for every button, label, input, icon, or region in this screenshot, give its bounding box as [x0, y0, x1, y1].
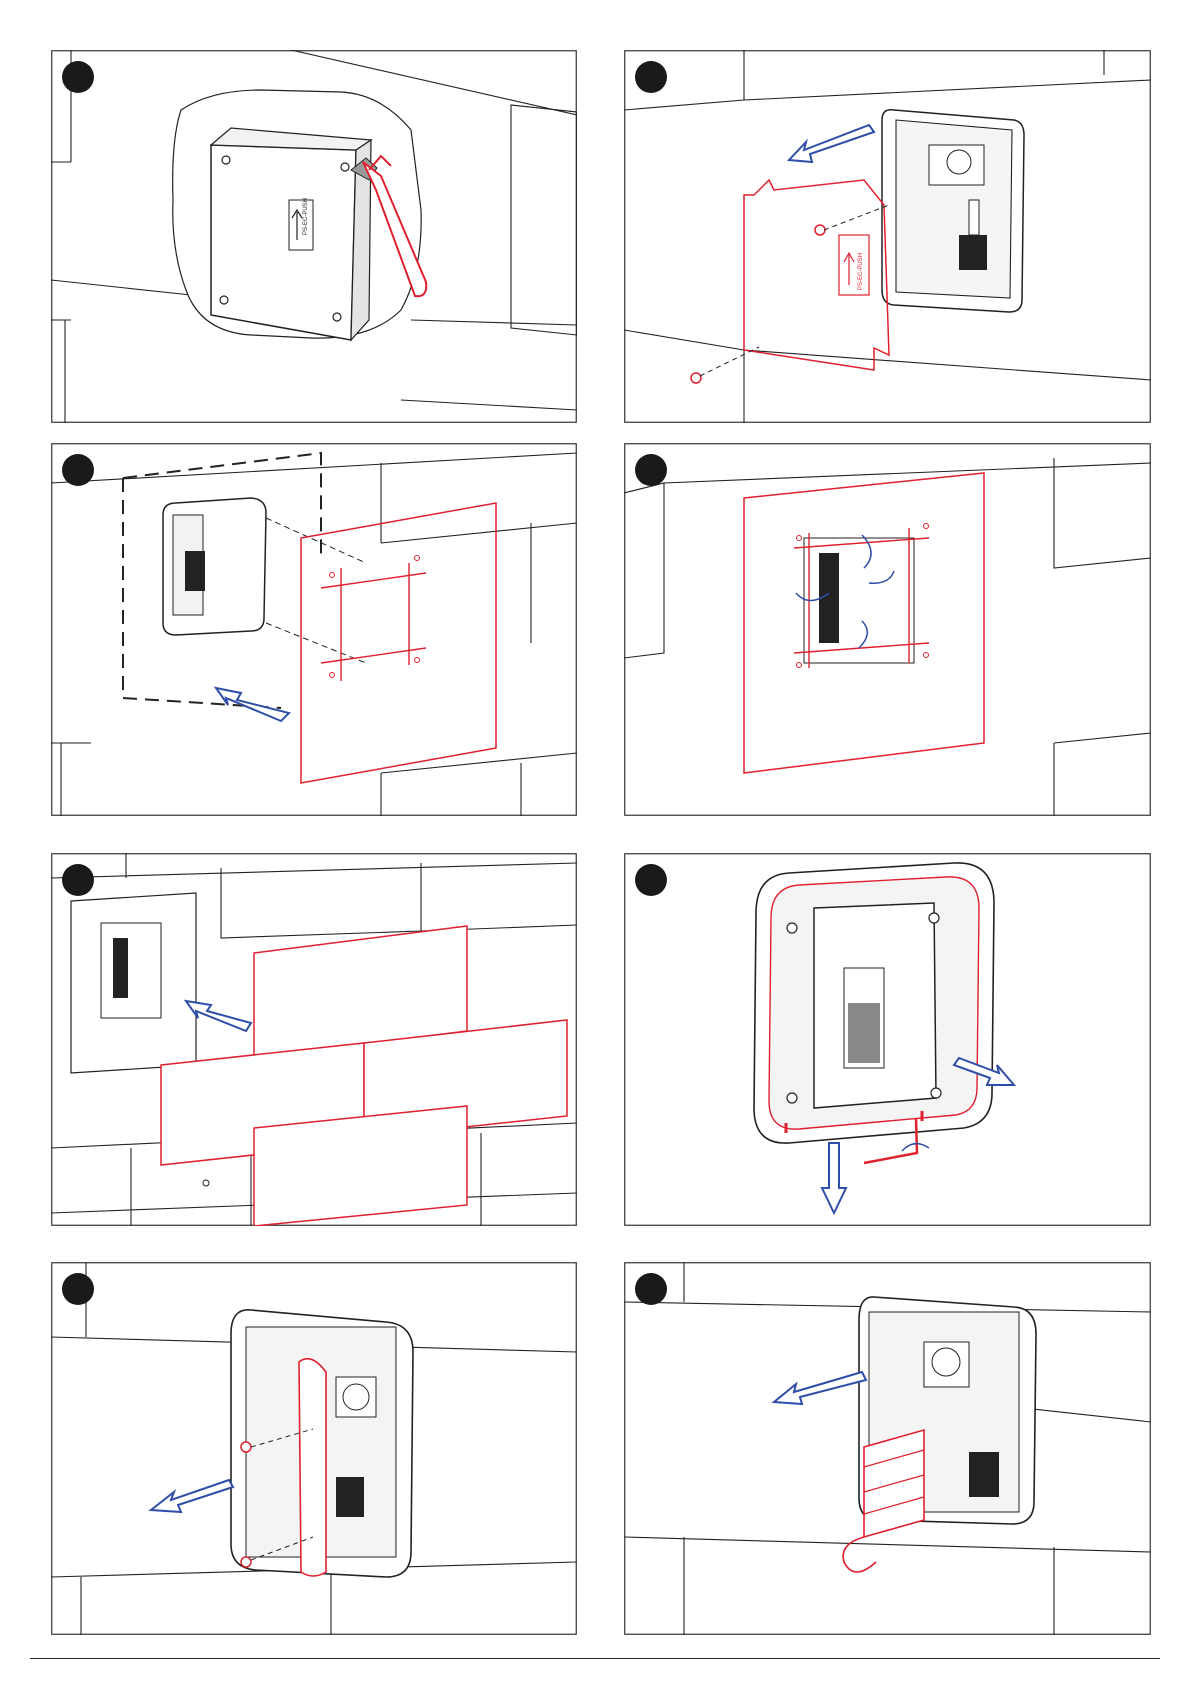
step-6-panel	[624, 853, 1151, 1226]
step-8-panel	[624, 1262, 1151, 1635]
step-1-illustration: PS-EC-PUSH	[51, 50, 577, 423]
step-3-illustration	[51, 443, 577, 816]
step-5-panel	[51, 853, 577, 1226]
screw-icon	[241, 1557, 251, 1567]
step-1-panel: PS-EC-PUSH	[51, 50, 577, 423]
step-badge	[635, 61, 667, 93]
screw-icon	[222, 156, 230, 164]
svg-text:PS-EC-PUSH: PS-EC-PUSH	[858, 253, 864, 290]
step-badge	[62, 454, 94, 486]
step-4-illustration	[624, 443, 1151, 816]
step-2-illustration: PS-EC-PUSH	[624, 50, 1151, 423]
step-badge	[635, 1273, 667, 1305]
step-5-illustration	[51, 853, 577, 1226]
page-footer	[0, 1658, 1191, 1685]
step-3-panel	[51, 443, 577, 816]
step-6-illustration	[624, 853, 1151, 1226]
screw-icon	[691, 373, 701, 383]
step-badge	[62, 1273, 94, 1305]
screw-icon	[241, 1442, 251, 1452]
footer-rule	[0, 1658, 1191, 1685]
step-8-illustration	[624, 1262, 1151, 1635]
step-badge	[62, 61, 94, 93]
cover-label: PS-EC-PUSH	[303, 198, 309, 235]
screw-icon	[815, 225, 825, 235]
step-badge	[635, 454, 667, 486]
step-badge	[62, 864, 94, 896]
step-7-panel	[51, 1262, 577, 1635]
step-badge	[635, 864, 667, 896]
step-7-illustration	[51, 1262, 577, 1635]
step-4-panel	[624, 443, 1151, 816]
step-2-panel: PS-EC-PUSH	[624, 50, 1151, 423]
